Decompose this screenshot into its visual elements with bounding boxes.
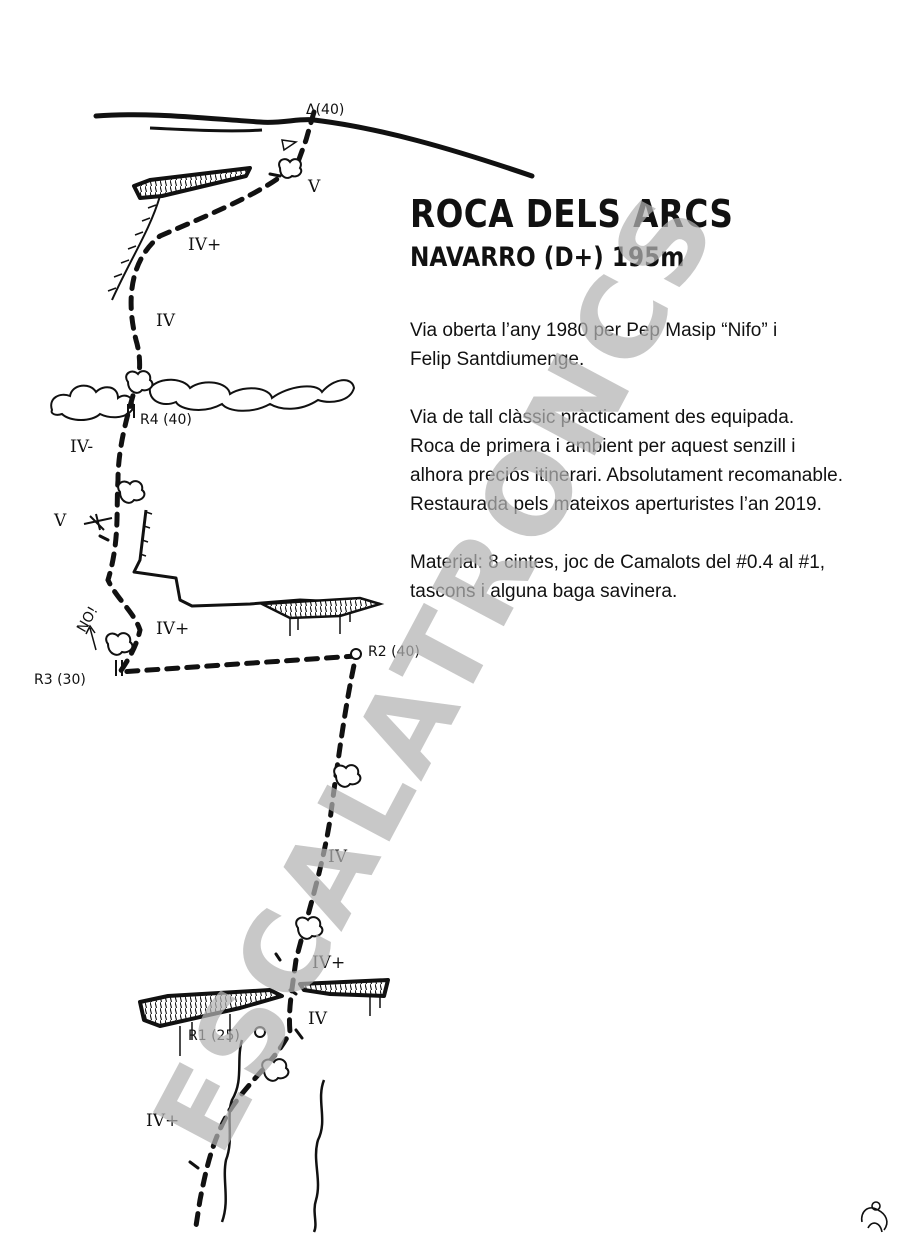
description-line: Via oberta l’any 1980 per Pep Masip “Nif…	[410, 320, 778, 341]
r1-anchor	[254, 1026, 266, 1038]
description-block-3: Material: 8 cintes, joc de Camalots del …	[410, 548, 880, 606]
middle-overhang	[257, 596, 385, 620]
top-overhang	[132, 166, 252, 200]
grade-iv-plus-3: IV+	[312, 953, 345, 973]
lower-overhang-left	[138, 988, 284, 1028]
bush-band	[50, 384, 134, 421]
r4-anchor	[127, 404, 135, 418]
description-line: tascons i alguna baga savinera.	[410, 581, 678, 602]
top-left-wall	[111, 195, 161, 301]
grade-iv-2: IV	[328, 847, 348, 867]
description-line: Via de tall clàssic pràcticament des equ…	[410, 407, 795, 428]
description-line: Felip Santdiumenge.	[410, 349, 585, 370]
description-line: Material: 8 cintes, joc de Camalots del …	[410, 552, 826, 573]
description-block-2: Via de tall clàssic pràcticament des equ…	[410, 403, 880, 519]
no-arrow	[85, 624, 97, 651]
grade-iv-1: IV	[156, 311, 176, 331]
lower-crack-left	[220, 1039, 244, 1223]
bush-symbols	[105, 158, 362, 1082]
lower-overhang-right	[298, 978, 390, 998]
description-line: alhora preciós itinerari. Absolutament r…	[410, 465, 844, 486]
r3-anchor	[115, 660, 123, 676]
route-line	[105, 109, 360, 1229]
grade-iv-plus-bottom: IV+	[146, 1111, 179, 1131]
lower-overhang-drips	[179, 996, 381, 1056]
route-subtitle: NAVARRO (D+) 195m	[410, 242, 685, 273]
grade-iv-3: IV	[308, 1009, 328, 1029]
climber-logo	[860, 1201, 888, 1233]
top-left-wall-ticks	[107, 204, 157, 292]
r2-anchor	[350, 648, 362, 660]
middle-wall	[132, 509, 381, 608]
piton-symbols	[98, 172, 304, 1170]
bush-band-right	[148, 378, 356, 412]
r3-label: R3 (30)	[34, 672, 86, 688]
middle-overhang-drips	[289, 612, 351, 636]
summit-label: Δ(40)	[306, 102, 344, 118]
description-line: Roca de primera i ambient per aquest sen…	[410, 436, 796, 457]
middle-wall-ticks	[139, 511, 153, 557]
description-line: Restaurada pels mateixos aperturistes l’…	[410, 494, 822, 515]
grade-v-left: V	[53, 511, 67, 531]
grade-iv-minus: IV-	[70, 437, 93, 457]
no-label: NO!	[74, 604, 101, 635]
crag-title: ROCA DELS ARCS	[410, 192, 734, 236]
lower-crack-right	[312, 1079, 326, 1233]
grade-iv-plus-1: IV+	[188, 235, 221, 255]
grade-iv-plus-2: IV+	[156, 619, 189, 639]
tree-symbol	[83, 513, 113, 531]
r4-label: R4 (40)	[140, 412, 192, 428]
r1-label: R1 (25)	[188, 1028, 240, 1044]
r2-label: R2 (40)	[368, 644, 420, 660]
grade-top-v: V	[307, 177, 321, 197]
route-info: ROCA DELS ARCS NAVARRO (D+) 195m Via obe…	[410, 192, 880, 606]
summit-ridge	[93, 112, 535, 179]
description-block-1: Via oberta l’any 1980 per Pep Masip “Nif…	[410, 316, 880, 374]
summit-ridge-left	[149, 126, 263, 133]
summit-flag	[281, 139, 299, 152]
